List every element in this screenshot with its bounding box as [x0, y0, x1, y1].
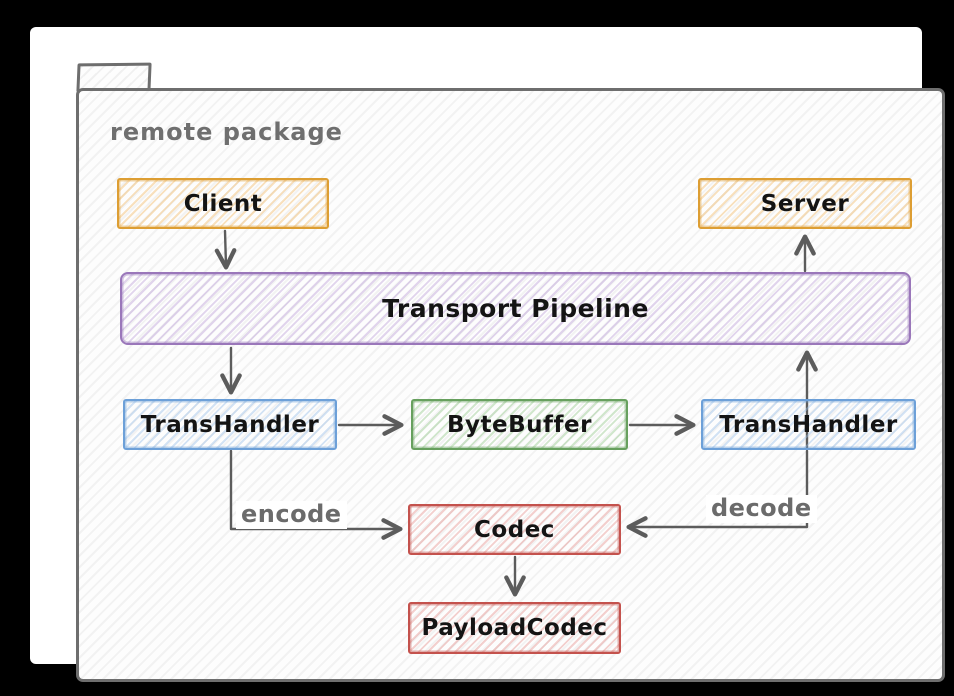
node-payloadcodec-label: PayloadCodec — [421, 615, 608, 641]
node-bytebuffer: ByteBuffer — [411, 399, 628, 450]
package-container — [76, 88, 945, 682]
node-codec-label: Codec — [474, 516, 555, 543]
diagram-canvas: remote package Client S — [30, 27, 945, 682]
package-label: remote package — [110, 118, 343, 146]
node-transhandler-right-label: TransHandler — [719, 411, 898, 438]
node-client: Client — [117, 178, 329, 229]
node-codec: Codec — [408, 504, 621, 555]
node-server: Server — [698, 178, 912, 229]
edge-label-decode: decode — [706, 494, 817, 523]
node-transhandler-right: TransHandler — [701, 399, 916, 450]
node-bytebuffer-label: ByteBuffer — [447, 411, 592, 438]
edge-label-encode: encode — [236, 500, 347, 529]
node-payloadcodec: PayloadCodec — [408, 602, 621, 654]
node-transhandler-left-label: TransHandler — [140, 411, 320, 438]
node-transhandler-left: TransHandler — [123, 399, 337, 450]
node-transport-pipeline-label: Transport Pipeline — [382, 294, 649, 323]
node-server-label: Server — [760, 190, 850, 217]
node-transport-pipeline: Transport Pipeline — [120, 272, 911, 345]
node-client-label: Client — [183, 190, 263, 217]
